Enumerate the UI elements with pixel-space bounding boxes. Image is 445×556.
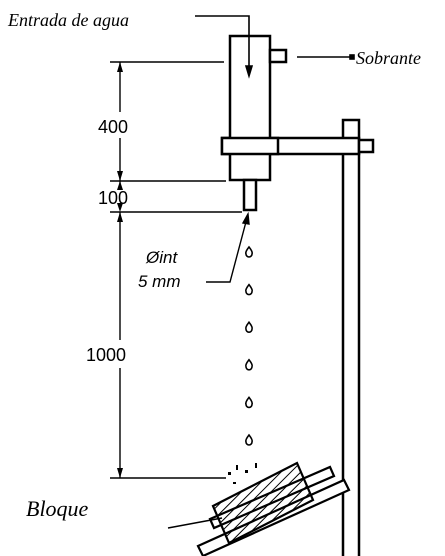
dimension-arrows bbox=[117, 62, 123, 478]
drop-6 bbox=[245, 433, 253, 446]
overflow-label: Sobrante bbox=[356, 48, 421, 68]
splash-marks bbox=[228, 463, 257, 484]
diameter-leader bbox=[206, 211, 250, 283]
water-inlet-leader bbox=[195, 15, 254, 79]
reservoir-tank bbox=[220, 34, 288, 182]
nozzle-height-label: 100 bbox=[98, 188, 128, 208]
drop-2 bbox=[245, 283, 253, 296]
block-label: Bloque bbox=[26, 496, 89, 521]
reservoir-height-label: 400 bbox=[98, 117, 128, 137]
diameter-label: Øint bbox=[145, 248, 178, 267]
drop-5 bbox=[245, 396, 253, 409]
diameter-value-label: 5 mm bbox=[138, 272, 181, 291]
dimension-lines bbox=[110, 61, 242, 479]
support-pole bbox=[341, 118, 361, 556]
block-leader bbox=[167, 517, 223, 529]
drop-height-label: 1000 bbox=[86, 345, 126, 365]
drop-1 bbox=[245, 245, 253, 258]
falling-drops bbox=[245, 245, 253, 446]
water-inlet-label: Entrada de agua bbox=[7, 10, 129, 30]
drop-3 bbox=[245, 320, 253, 333]
overflow-leader bbox=[297, 54, 355, 60]
nozzle bbox=[242, 178, 258, 212]
drop-4 bbox=[245, 358, 253, 371]
test-block bbox=[211, 461, 315, 545]
